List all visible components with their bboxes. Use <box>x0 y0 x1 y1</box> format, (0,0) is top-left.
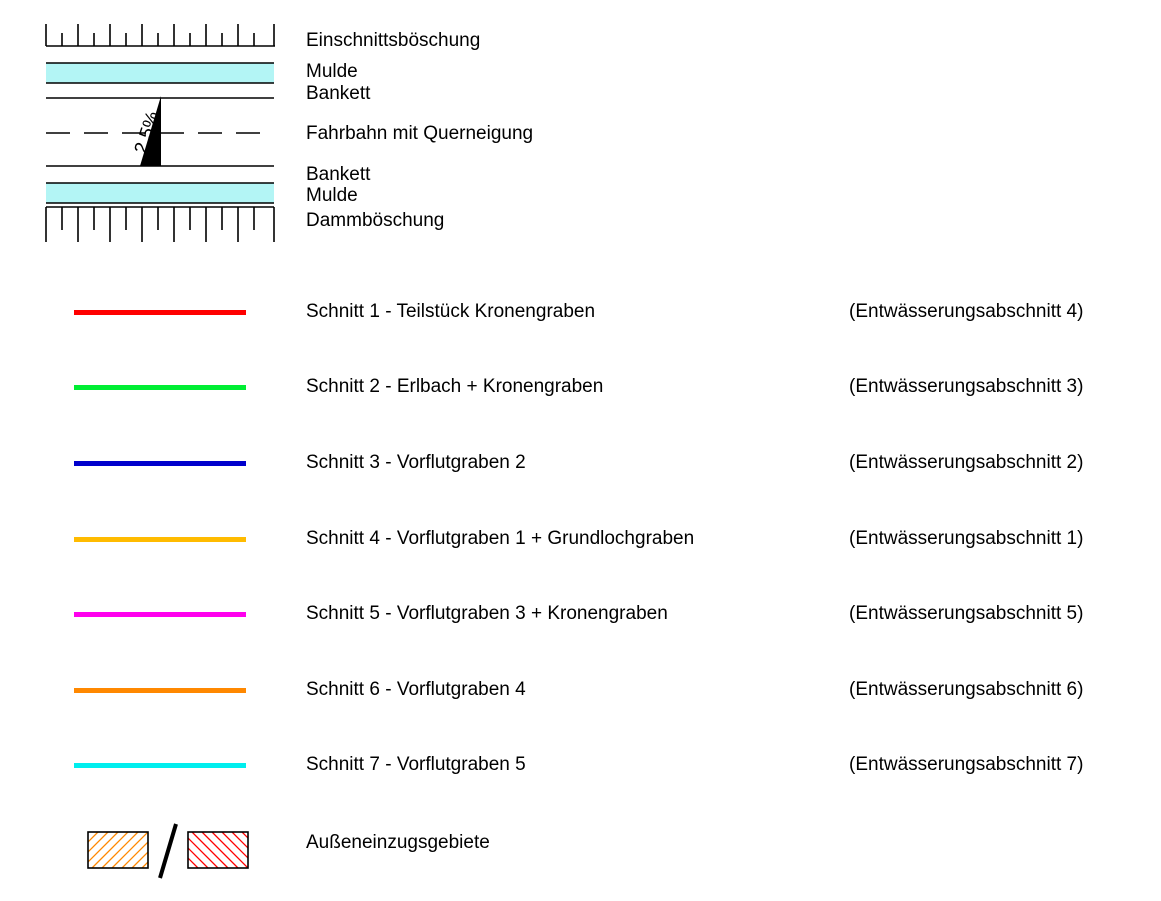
legend-name: Schnitt 4 - Vorflutgraben 1 + Grundlochg… <box>306 528 695 549</box>
label-bankett-bottom: Bankett <box>306 164 371 185</box>
legend-row-schnitt-4: Schnitt 4 - Vorflutgraben 1 + Grundlochg… <box>0 524 1161 554</box>
hatch-stroke <box>91 832 129 868</box>
slope-triangle-icon <box>140 96 161 166</box>
legend-line-swatch <box>74 612 246 617</box>
legend-abschnitt: (Entwässerungsabschnitt 5) <box>849 603 1084 624</box>
legend-row-schnitt-6: Schnitt 6 - Vorflutgraben 4 (Entwässerun… <box>0 675 1161 705</box>
legend-abschnitt: (Entwässerungsabschnitt 4) <box>849 301 1084 322</box>
hatch-stroke <box>88 832 119 863</box>
legend-row-schnitt-7: Schnitt 7 - Vorflutgraben 5 (Entwässerun… <box>0 750 1161 780</box>
road-cross-section-symbol: 2.5% <box>45 24 275 242</box>
label-aussen: Außeneinzugsgebiete <box>306 832 490 853</box>
hatch-stroke <box>111 832 148 868</box>
label-dammboeschung: Dammböschung <box>306 210 445 231</box>
hatch-stroke <box>188 837 219 868</box>
legend-abschnitt: (Entwässerungsabschnitt 2) <box>849 452 1084 473</box>
hatch-stroke <box>121 841 148 868</box>
legend-row-schnitt-1: Schnitt 1 - Teilstück Kronengraben (Entw… <box>0 297 1161 327</box>
label-bankett-top: Bankett <box>306 83 371 104</box>
slash-separator-icon <box>158 823 178 879</box>
hatch-stroke <box>231 832 248 849</box>
hatch-stroke <box>211 832 248 868</box>
legend-line-swatch <box>74 385 246 390</box>
legend-line-swatch <box>74 461 246 466</box>
hatch-stroke <box>88 832 109 853</box>
hatch-stroke <box>131 851 148 868</box>
mulde-top-band <box>46 63 274 83</box>
hatch-stroke <box>252 832 254 868</box>
hatch-stroke <box>88 832 99 843</box>
orange-hatch-icon <box>87 831 149 869</box>
legend-abschnitt: (Entwässerungsabschnitt 3) <box>849 376 1084 397</box>
label-mulde-bottom: Mulde <box>306 185 358 206</box>
legend-name: Schnitt 7 - Vorflutgraben 5 <box>306 754 526 775</box>
legend-abschnitt: (Entwässerungsabschnitt 7) <box>849 754 1084 775</box>
legend-abschnitt: (Entwässerungsabschnitt 6) <box>849 679 1084 700</box>
einschnitt-slope-symbol <box>45 24 275 47</box>
aussen-hatch-symbols <box>87 823 254 879</box>
hatch-stroke <box>101 832 139 868</box>
damm-slope-symbol <box>45 206 275 242</box>
hatch-stroke <box>188 857 199 868</box>
red-hatch-icon <box>187 831 254 869</box>
legend-row-schnitt-3: Schnitt 3 - Vorflutgraben 2 (Entwässerun… <box>0 448 1161 478</box>
mulde-bottom-band <box>46 183 274 203</box>
legend-line-swatch <box>74 763 246 768</box>
hatch-stroke <box>188 847 209 868</box>
label-fahrbahn: Fahrbahn mit Querneigung <box>306 123 534 144</box>
hatch-stroke <box>191 832 229 868</box>
hatch-stroke <box>201 832 239 868</box>
legend-name: Schnitt 1 - Teilstück Kronengraben <box>306 301 596 322</box>
legend-line-swatch <box>74 688 246 693</box>
legend-line-swatch <box>74 310 246 315</box>
legend-abschnitt: (Entwässerungsabschnitt 1) <box>849 528 1084 549</box>
legend-line-swatch <box>74 537 246 542</box>
label-mulde-top: Mulde <box>306 61 358 82</box>
legend-name: Schnitt 2 - Erlbach + Kronengraben <box>306 376 604 397</box>
legend-row-schnitt-2: Schnitt 2 - Erlbach + Kronengraben (Entw… <box>0 372 1161 402</box>
hatch-stroke <box>221 832 248 859</box>
label-einschnittsboeschung: Einschnittsböschung <box>306 30 481 51</box>
legend-name: Schnitt 3 - Vorflutgraben 2 <box>306 452 526 473</box>
legend-name: Schnitt 5 - Vorflutgraben 3 + Kronengrab… <box>306 603 668 624</box>
legend-name: Schnitt 6 - Vorflutgraben 4 <box>306 679 526 700</box>
legend-row-schnitt-5: Schnitt 5 - Vorflutgraben 3 + Kronengrab… <box>0 599 1161 629</box>
